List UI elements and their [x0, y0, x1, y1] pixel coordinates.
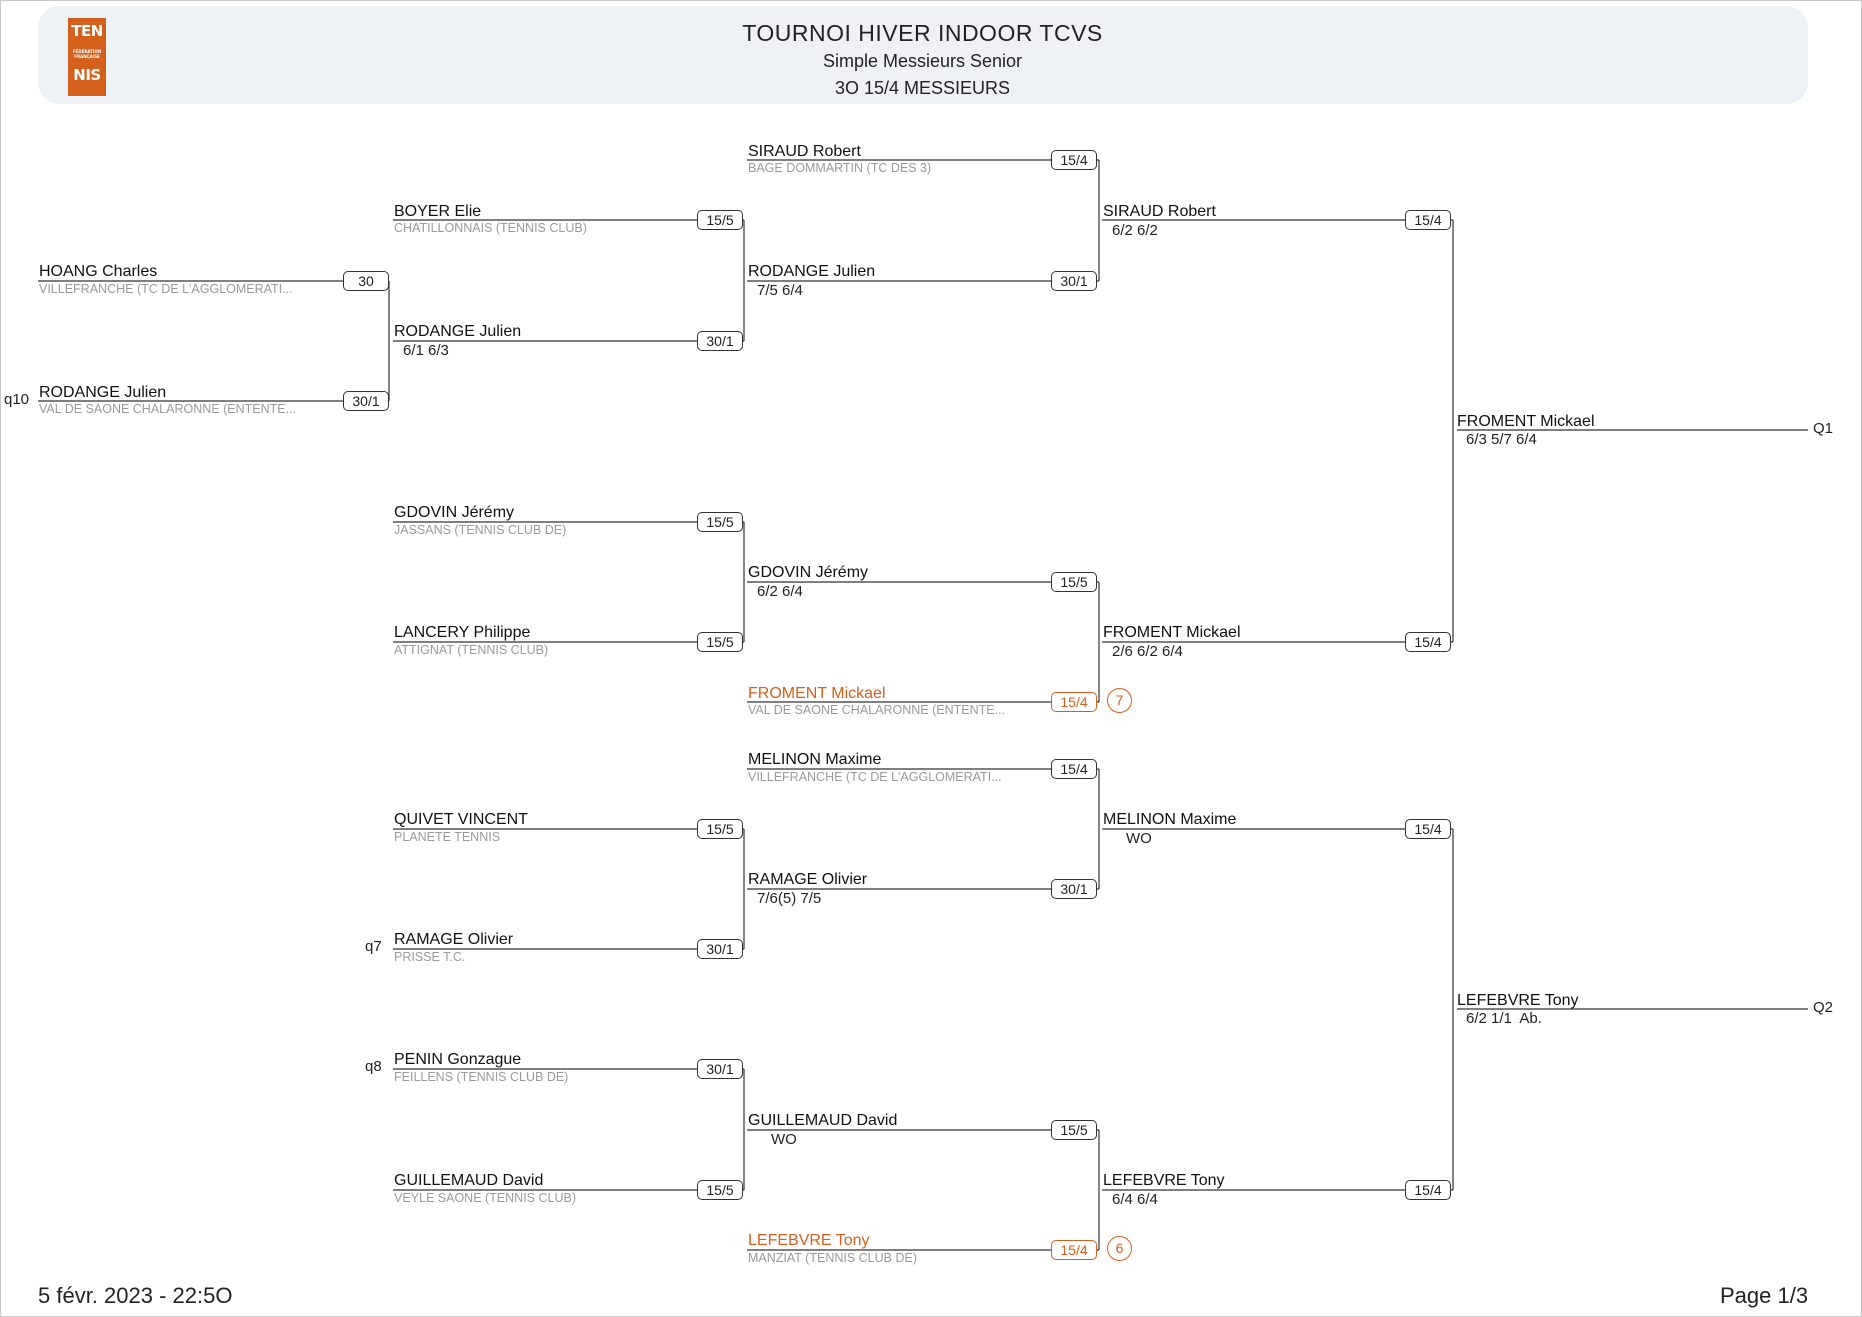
- match-winner-name: LEFEBVRE Tony: [1103, 1172, 1225, 1189]
- rank-badge: 15/4: [1405, 1180, 1451, 1200]
- rank-badge: 15/5: [697, 632, 743, 652]
- rank-badge: 15/5: [697, 819, 743, 839]
- logo-line-1: TEN: [71, 22, 103, 40]
- player-name: MELINON Maxime: [748, 751, 882, 768]
- match-score: WO: [771, 1131, 797, 1148]
- rank-badge: 15/4: [1051, 759, 1097, 779]
- seed-number-badge: 7: [1107, 688, 1132, 713]
- rank-badge: 15/5: [1051, 1120, 1097, 1140]
- event-category: 3O 15/4 MESSIEURS: [834, 78, 1011, 98]
- tournament-title: TOURNOI HIVER INDOOR TCVS: [742, 20, 1103, 46]
- match-score: 6/4 6/4: [1112, 1191, 1158, 1208]
- player-club: BAGE DOMMARTIN (TC DES 3): [748, 161, 932, 175]
- player-club: VILLEFRANCHE (TC DE L'AGGLOMERATI...: [39, 282, 293, 296]
- rank-badge: 15/4: [1405, 210, 1451, 230]
- player-name: BOYER Elie: [394, 203, 482, 220]
- player-club: JASSANS (TENNIS CLUB DE): [394, 523, 567, 537]
- qualifier-label: Q1: [1813, 420, 1834, 437]
- player-name: RAMAGE Olivier: [394, 931, 514, 948]
- rank-badge: 30/1: [343, 391, 389, 411]
- player-name: GUILLEMAUD David: [394, 1172, 544, 1189]
- rank-badge: 15/5: [1051, 572, 1097, 592]
- page-number: Page 1/3: [1720, 1283, 1809, 1308]
- match-score: WO: [1126, 830, 1152, 847]
- rank-badge: 30/1: [1051, 879, 1097, 899]
- rank-badge: 15/5: [697, 1180, 743, 1200]
- player-club: MANZIAT (TENNIS CLUB DE): [748, 1251, 917, 1265]
- player-club: VILLEFRANCHE (TC DE L'AGGLOMERATI...: [748, 770, 1002, 784]
- player-name: LANCERY Philippe: [394, 624, 531, 641]
- player-club: VAL DE SAONE CHALARONNE (ENTENTE...: [748, 703, 1005, 717]
- rank-badge: 30/1: [697, 1059, 743, 1079]
- rank-badge: 15/4: [1051, 150, 1097, 170]
- rank-badge: 15/4: [1051, 692, 1097, 712]
- fft-tennis-logo: TEN FÉDÉRATION FRANÇAISE NIS: [68, 18, 106, 96]
- rank-badge: 30/1: [1051, 271, 1097, 291]
- player-club: PLANETE TENNIS: [394, 830, 501, 844]
- player-club: PRISSE T.C.: [394, 950, 466, 964]
- match-winner-name: RODANGE Julien: [394, 323, 522, 340]
- rank-badge: 15/4: [1405, 819, 1451, 839]
- player-club: CHATILLONNAIS (TENNIS CLUB): [394, 221, 587, 235]
- rank-badge: 30: [343, 271, 389, 291]
- player-club: VAL DE SAONE CHALARONNE (ENTENTE...: [39, 402, 296, 416]
- player-club: ATTIGNAT (TENNIS CLUB): [394, 643, 549, 657]
- rank-badge: 30/1: [697, 939, 743, 959]
- match-winner-name: FROMENT Mickael: [1103, 624, 1241, 641]
- player-name: HOANG Charles: [39, 263, 158, 280]
- player-name: QUIVET VINCENT: [394, 811, 528, 828]
- match-winner-name: RODANGE Julien: [748, 263, 876, 280]
- player-name: GDOVIN Jérémy: [394, 504, 515, 521]
- logo-line-2: FÉDÉRATION FRANÇAISE: [72, 49, 102, 59]
- match-winner-name: GUILLEMAUD David: [748, 1112, 898, 1129]
- qualifier-seed: q8: [365, 1058, 382, 1075]
- rank-badge: 15/4: [1405, 632, 1451, 652]
- match-winner-name: MELINON Maxime: [1103, 811, 1237, 828]
- event-subtitle: Simple Messieurs Senior: [822, 51, 1023, 71]
- match-score: 6/2 6/2: [1112, 222, 1158, 239]
- qualifier-seed: q10: [4, 391, 30, 408]
- player-name: SIRAUD Robert: [748, 143, 861, 160]
- seeded-player-name: FROMENT Mickael: [748, 685, 886, 702]
- header-banner: [38, 6, 1808, 104]
- rank-badge: 30/1: [697, 331, 743, 351]
- match-score: 6/2 6/4: [757, 583, 803, 600]
- seed-number-badge: 6: [1107, 1236, 1132, 1261]
- qualified-player-name: LEFEBVRE Tony: [1457, 992, 1579, 1009]
- qualified-player-name: FROMENT Mickael: [1457, 413, 1595, 430]
- logo-line-3: NIS: [73, 66, 101, 84]
- rank-badge: 15/5: [697, 512, 743, 532]
- seeded-player-name: LEFEBVRE Tony: [748, 1232, 870, 1249]
- match-winner-name: SIRAUD Robert: [1103, 203, 1216, 220]
- match-score: 2/6 6/2 6/4: [1112, 643, 1183, 660]
- match-score: 7/6(5) 7/5: [757, 890, 822, 907]
- qualifier-seed: q7: [365, 938, 382, 955]
- rank-badge: 15/5: [697, 210, 743, 230]
- rank-badge: 15/4: [1051, 1240, 1097, 1260]
- player-name: PENIN Gonzague: [394, 1051, 522, 1068]
- match-winner-name: RAMAGE Olivier: [748, 871, 868, 888]
- player-club: FEILLENS (TENNIS CLUB DE): [394, 1070, 569, 1084]
- match-score: 7/5 6/4: [757, 282, 803, 299]
- player-club: VEYLE SAONE (TENNIS CLUB): [394, 1191, 576, 1205]
- match-score: 6/1 6/3: [403, 342, 449, 359]
- qualifier-label: Q2: [1813, 999, 1834, 1016]
- match-score: 6/3 5/7 6/4: [1466, 431, 1537, 448]
- match-score: 6/2 1/1 Ab.: [1466, 1010, 1542, 1027]
- match-winner-name: GDOVIN Jérémy: [748, 564, 869, 581]
- print-datetime: 5 févr. 2023 - 22:5O: [38, 1283, 233, 1308]
- player-name: RODANGE Julien: [39, 384, 167, 401]
